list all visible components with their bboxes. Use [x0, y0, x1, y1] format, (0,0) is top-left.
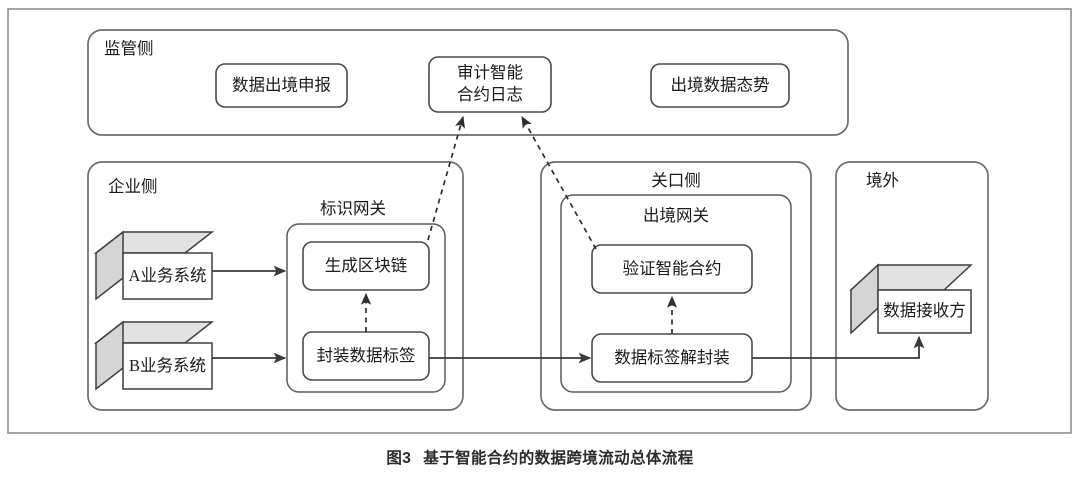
- node-exit-posture: [650, 63, 790, 108]
- figure-caption: 图3 基于智能合约的数据跨境流动总体流程: [0, 446, 1080, 468]
- section-enterprise: [87, 161, 464, 411]
- section-customs: [540, 161, 812, 411]
- node-verify-contract-label: 验证智能合约: [623, 259, 722, 278]
- subsection-id-gateway-label: 标识网关: [320, 199, 386, 218]
- section-overseas: [835, 161, 989, 411]
- figure-caption-number: 图3: [386, 450, 412, 467]
- flow-blockchain-to-audit-log: [427, 115, 465, 241]
- node-audit-log-label-line2: 合约日志: [457, 85, 523, 104]
- node-unwrap-tag-label: 数据标签解封装: [614, 348, 730, 367]
- node-verify-contract: [591, 244, 753, 294]
- node-audit-log: [428, 56, 552, 113]
- node-system-a-label: A业务系统: [129, 266, 207, 285]
- node-wrap-tag-label: 封装数据标签: [317, 346, 416, 365]
- section-enterprise-label: 企业侧: [108, 177, 158, 196]
- node-system-a: A业务系统: [93, 230, 215, 301]
- subsection-exit-gateway: [560, 194, 792, 393]
- section-customs-label: 关口侧: [651, 171, 701, 190]
- node-gen-blockchain: [302, 241, 430, 291]
- node-data-receiver: 数据接收方: [849, 263, 973, 335]
- node-gen-blockchain-label: 生成区块链: [325, 256, 408, 275]
- flow-unwrap-to-receiver: [752, 335, 925, 359]
- node-audit-log-label-line1: 审计智能: [457, 63, 523, 82]
- node-declaration-label: 数据出境申报: [232, 75, 331, 94]
- node-system-b-label: B业务系统: [129, 356, 206, 375]
- section-regulator-label: 监管侧: [104, 39, 154, 58]
- section-regulator: [87, 29, 849, 136]
- subsection-id-gateway: [286, 223, 446, 393]
- node-data-receiver-label: 数据接收方: [883, 301, 966, 320]
- flow-verify-to-audit-log: [521, 115, 597, 250]
- node-declaration: [215, 63, 348, 108]
- figure-caption-title: 基于智能合约的数据跨境流动总体流程: [423, 450, 694, 467]
- node-system-b: B业务系统: [93, 320, 215, 391]
- section-overseas-label: 境外: [866, 171, 899, 190]
- subsection-exit-gateway-label: 出境网关: [643, 206, 709, 225]
- node-exit-posture-label: 出境数据态势: [671, 75, 770, 94]
